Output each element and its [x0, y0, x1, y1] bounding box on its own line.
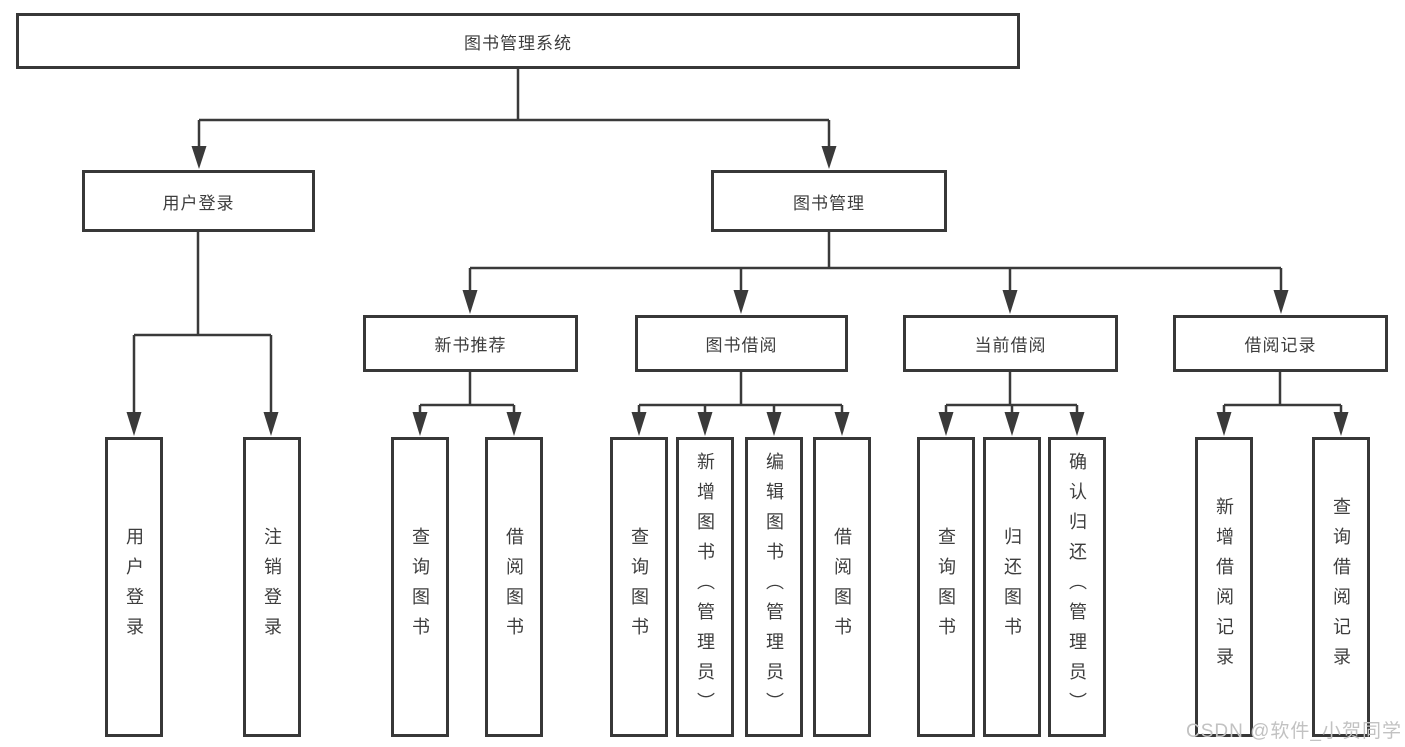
- leaf-record-query-label: 查询借阅记录: [1331, 497, 1351, 677]
- node-new-book-rec-label: 新书推荐: [434, 336, 507, 355]
- arrowhead-icon: [1004, 412, 1020, 436]
- leaf-borrow-borrow-book-label: 借阅图书: [832, 527, 852, 647]
- arrowhead-icon: [1069, 412, 1085, 436]
- arrowhead-icon: [462, 290, 478, 314]
- leaf-current-confirm-return-label: 确认归还（管理员）: [1067, 452, 1087, 722]
- arrowhead-icon: [631, 412, 647, 436]
- leaf-borrow-query-book-label: 查询图书: [629, 527, 649, 647]
- node-root: 图书管理系统: [16, 13, 1020, 69]
- arrowhead-icon: [821, 146, 837, 169]
- leaf-current-confirm-return: 确认归还（管理员）: [1048, 437, 1106, 737]
- node-user-login-label: 用户登录: [162, 193, 235, 213]
- edges-user-login: [126, 232, 279, 436]
- edges-book-mgmt: [462, 232, 1289, 314]
- node-book-mgmt: 图书管理: [711, 170, 947, 232]
- node-book-mgmt-label: 图书管理: [793, 193, 865, 213]
- arrowhead-icon: [191, 146, 207, 169]
- node-book-borrow-label: 图书借阅: [705, 336, 778, 355]
- leaf-rec-borrow-book-label: 借阅图书: [504, 527, 524, 647]
- arrowhead-icon: [938, 412, 954, 436]
- leaf-record-add-label: 新增借阅记录: [1214, 497, 1234, 677]
- edges-borrow-record: [1216, 372, 1349, 436]
- leaf-logout-label: 注销登录: [262, 527, 282, 647]
- arrowhead-icon: [1002, 290, 1018, 314]
- leaf-borrow-add-book: 新增图书（管理员）: [676, 437, 734, 737]
- arrowhead-icon: [126, 412, 142, 436]
- node-current-borrow-label: 当前借阅: [974, 336, 1047, 355]
- leaf-borrow-add-book-label: 新增图书（管理员）: [695, 452, 715, 722]
- watermark-text: CSDN @软件_小贺同学: [1186, 721, 1402, 742]
- leaf-current-query-book: 查询图书: [917, 437, 975, 737]
- edges-current-borrow: [938, 372, 1085, 436]
- arrowhead-icon: [1333, 412, 1349, 436]
- leaf-user-login-label: 用户登录: [124, 527, 144, 647]
- arrowhead-icon: [1216, 412, 1232, 436]
- leaf-record-add: 新增借阅记录: [1195, 437, 1253, 737]
- leaf-borrow-edit-book-label: 编辑图书（管理员）: [764, 452, 784, 722]
- node-root-label: 图书管理系统: [464, 33, 572, 53]
- node-borrow-record: 借阅记录: [1173, 315, 1388, 372]
- node-user-login: 用户登录: [82, 170, 315, 232]
- arrowhead-icon: [697, 412, 713, 436]
- leaf-rec-query-book: 查询图书: [391, 437, 449, 737]
- arrowhead-icon: [733, 290, 749, 314]
- arrowhead-icon: [766, 412, 782, 436]
- leaf-record-query: 查询借阅记录: [1312, 437, 1370, 737]
- leaf-user-login: 用户登录: [105, 437, 163, 737]
- leaf-rec-query-book-label: 查询图书: [410, 527, 430, 647]
- node-current-borrow: 当前借阅: [903, 315, 1118, 372]
- leaf-rec-borrow-book: 借阅图书: [485, 437, 543, 737]
- leaf-borrow-edit-book: 编辑图书（管理员）: [745, 437, 803, 737]
- edges-new-book-rec: [412, 372, 522, 436]
- leaf-current-return-book-label: 归还图书: [1002, 527, 1022, 647]
- node-borrow-record-label: 借阅记录: [1244, 336, 1317, 355]
- leaf-current-query-book-label: 查询图书: [936, 527, 956, 647]
- edges-book-borrow: [631, 372, 850, 436]
- arrowhead-icon: [263, 412, 279, 436]
- arrowhead-icon: [1273, 290, 1289, 314]
- arrowhead-icon: [412, 412, 428, 436]
- leaf-borrow-borrow-book: 借阅图书: [813, 437, 871, 737]
- leaf-logout: 注销登录: [243, 437, 301, 737]
- node-book-borrow: 图书借阅: [635, 315, 848, 372]
- arrowhead-icon: [834, 412, 850, 436]
- node-new-book-rec: 新书推荐: [363, 315, 578, 372]
- arrowhead-icon: [506, 412, 522, 436]
- leaf-borrow-query-book: 查询图书: [610, 437, 668, 737]
- leaf-current-return-book: 归还图书: [983, 437, 1041, 737]
- edges-root: [191, 69, 837, 169]
